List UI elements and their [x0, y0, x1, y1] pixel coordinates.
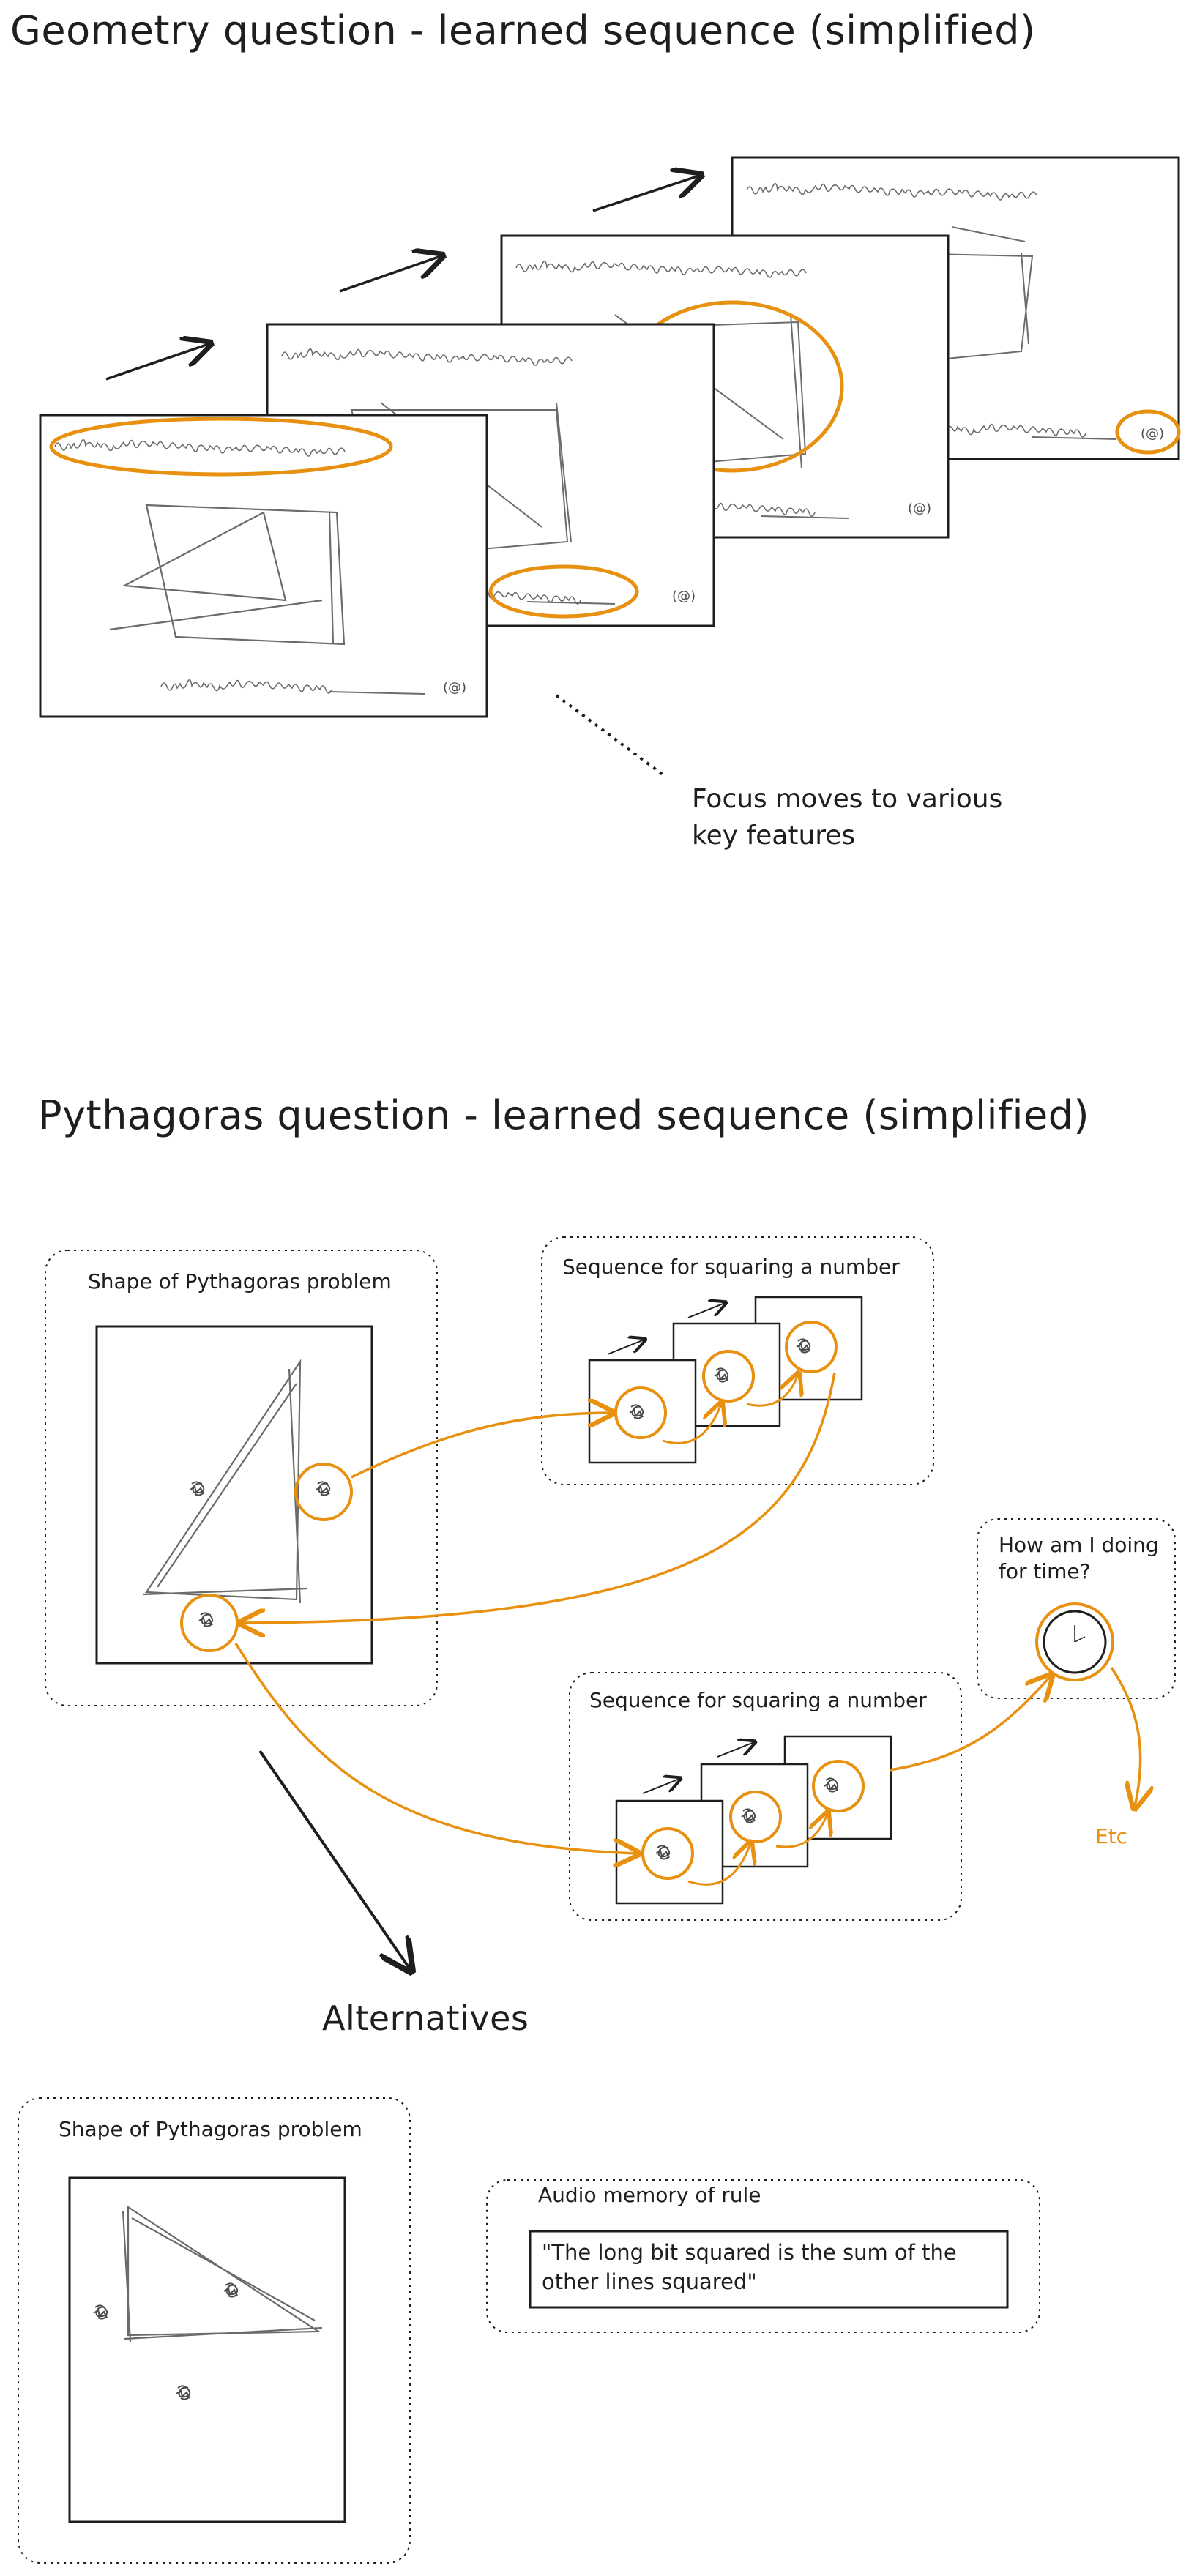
alt-shape-label: Shape of Pythagoras problem — [59, 2117, 362, 2141]
sequence-card-1: (@) — [39, 414, 488, 718]
flow-arrow-to-etc — [1110, 1667, 1141, 1807]
audio-quote-line1: "The long bit squared is the sum of the — [542, 2240, 957, 2265]
pythagoras-shape-label: Shape of Pythagoras problem — [88, 1269, 392, 1293]
squaring-seq2-cards — [615, 1735, 892, 1905]
progress-arrow-3 — [592, 176, 699, 212]
flow-arrow-to-seq2 — [234, 1643, 637, 1853]
flow-arrow-to-clock — [889, 1676, 1051, 1772]
clock-hands — [1074, 1625, 1086, 1643]
svg-text:(@): (@) — [443, 680, 466, 695]
alternatives-heading: Alternatives — [322, 1998, 529, 2038]
clock-focus-ring — [1035, 1602, 1114, 1681]
focus-ring-right-side — [294, 1463, 353, 1521]
alt-shape-group — [18, 2097, 411, 2564]
flow-arrow-back-to-shape — [242, 1372, 836, 1623]
focus-note-line1: Focus moves to various — [692, 784, 1003, 814]
squaring-seq1-cards — [588, 1296, 863, 1464]
time-check-label: How am I doing for time? — [999, 1532, 1159, 1585]
focus-ring-card4 — [1115, 409, 1181, 455]
pythagoras-section-title: Pythagoras question - learned sequence (… — [38, 1092, 1090, 1138]
svg-text:(@): (@) — [1141, 426, 1164, 441]
alternatives-arrow — [258, 1750, 410, 1969]
pythagoras-shape-group — [45, 1250, 438, 1706]
audio-memory-group — [486, 2179, 1040, 2333]
time-check-label-line1: How am I doing — [999, 1533, 1159, 1557]
audio-quote-box — [529, 2230, 1009, 2309]
alt-shape-frame — [68, 2176, 346, 2523]
focus-note: Focus moves to various key features — [692, 781, 1002, 854]
svg-text:(@): (@) — [672, 589, 696, 604]
geometry-section-title: Geometry question - learned sequence (si… — [10, 7, 1036, 53]
focus-ring-card1 — [49, 417, 393, 477]
squaring-sequence-label-2: Sequence for squaring a number — [589, 1688, 927, 1712]
time-check-group — [977, 1518, 1176, 1699]
audio-memory-label: Audio memory of rule — [538, 2183, 761, 2207]
audio-quote-line2: other lines squared" — [542, 2269, 757, 2294]
flow-arrow-to-seq1 — [351, 1413, 611, 1479]
focus-note-line2: key features — [692, 821, 856, 851]
alt-triangle — [122, 2205, 323, 2343]
progress-arrow-1 — [105, 344, 209, 381]
time-check-label-line2: for time? — [999, 1559, 1091, 1583]
focus-note-pointer — [555, 694, 664, 776]
svg-text:(@): (@) — [908, 501, 931, 516]
audio-quote: "The long bit squared is the sum of the … — [542, 2238, 957, 2296]
progress-arrow-2 — [339, 256, 441, 293]
squaring-sequence-label-1: Sequence for squaring a number — [562, 1255, 900, 1279]
focus-ring-card2 — [488, 564, 639, 619]
etc-label: Etc — [1095, 1824, 1128, 1848]
